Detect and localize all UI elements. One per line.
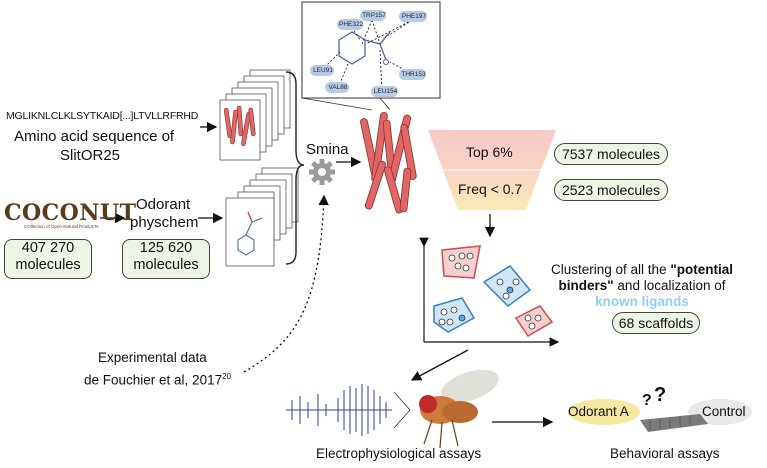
odorant-filter-line1: Odorant	[136, 196, 191, 213]
cluster-plot	[419, 237, 560, 347]
residue-label: PHE322	[339, 21, 364, 28]
coconut-count-number: 407 270	[21, 240, 75, 256]
scaffolds-badge: 68 scaffolds	[612, 312, 700, 334]
clustering-text-part2: and localization of	[613, 278, 726, 293]
residue-label: LEU91	[313, 67, 333, 74]
molecule-stack	[225, 167, 299, 267]
citation-superscript: 20	[222, 372, 231, 381]
residue-label: TRP157	[362, 12, 386, 19]
arrow-clusters-to-assays	[410, 349, 469, 381]
question-mark-1: ?	[654, 384, 667, 406]
odorant-count-number: 125 620	[139, 240, 193, 256]
clustering-text-bold: "potential binders"	[558, 262, 733, 293]
cluster-blue-1	[482, 265, 532, 307]
cluster-red-2	[514, 305, 554, 338]
odorant-filter-line2: physchem	[130, 214, 199, 231]
electrophysiology-label: Electrophysiological assays	[316, 446, 482, 461]
protein-structure-stack	[219, 69, 291, 161]
experimental-data-line2: de Fouchier et al, 201720	[84, 372, 231, 388]
cluster-blue-2	[433, 297, 476, 333]
sequence-caption-line2: SlitOR25	[60, 147, 121, 164]
protein-sequence: MGLIKNLCLKLSYTKAID[...]LTVLLRFRHD	[6, 110, 199, 122]
odorant-count-box: 125 620 molecules	[122, 239, 210, 279]
experimental-data-line1: Experimental data	[98, 350, 207, 365]
moth-illustration	[419, 369, 499, 449]
arrow-experimental-to-smina	[243, 194, 329, 373]
residue-label: LEU154	[373, 88, 398, 95]
residue-label: PHE197	[401, 13, 427, 20]
behavioral-label: Behavioral assays	[610, 446, 720, 461]
odorant-a-label: Odorant A	[568, 404, 629, 419]
coconut-subtitle: COllection of Open Natural ProdUcTs	[24, 224, 99, 229]
filter-funnel	[428, 130, 556, 210]
coconut-logo: COCONUT	[4, 200, 137, 226]
cluster-red-1	[441, 245, 481, 279]
experimental-citation: de Fouchier et al, 2017	[84, 372, 223, 388]
smina-label: Smina	[306, 141, 349, 158]
top-count-badge: 7537 molecules	[554, 143, 668, 165]
control-label: Control	[702, 404, 746, 419]
sequence-caption-line1: Amino acid sequence of	[14, 128, 175, 145]
coconut-count-box: 407 270 molecules	[4, 239, 92, 279]
clustering-text-known-ligands: known ligands	[595, 294, 689, 309]
grouping-brace	[285, 71, 305, 265]
gear-icon	[309, 159, 335, 185]
clustering-description: Clustering of all the "potential binders…	[542, 262, 742, 310]
behavioral-assay-illustration	[568, 399, 752, 432]
question-mark-2: ?	[642, 392, 652, 409]
residue-label: VAL88	[328, 84, 348, 91]
freq-count-badge: 2523 molecules	[554, 179, 668, 201]
odorant-count-unit: molecules	[133, 257, 199, 273]
funnel-bottom-label: Freq < 0.7	[458, 181, 523, 197]
binding-site-interaction-panel	[301, 1, 441, 111]
electrophysiology-trace	[286, 384, 392, 436]
funnel-top-label: Top 6%	[466, 144, 513, 160]
coconut-count-unit: molecules	[15, 257, 81, 273]
docked-receptor-helices	[360, 111, 417, 214]
residue-label: THR153	[401, 71, 426, 78]
clustering-text-part1: Clustering of all the	[551, 262, 671, 277]
